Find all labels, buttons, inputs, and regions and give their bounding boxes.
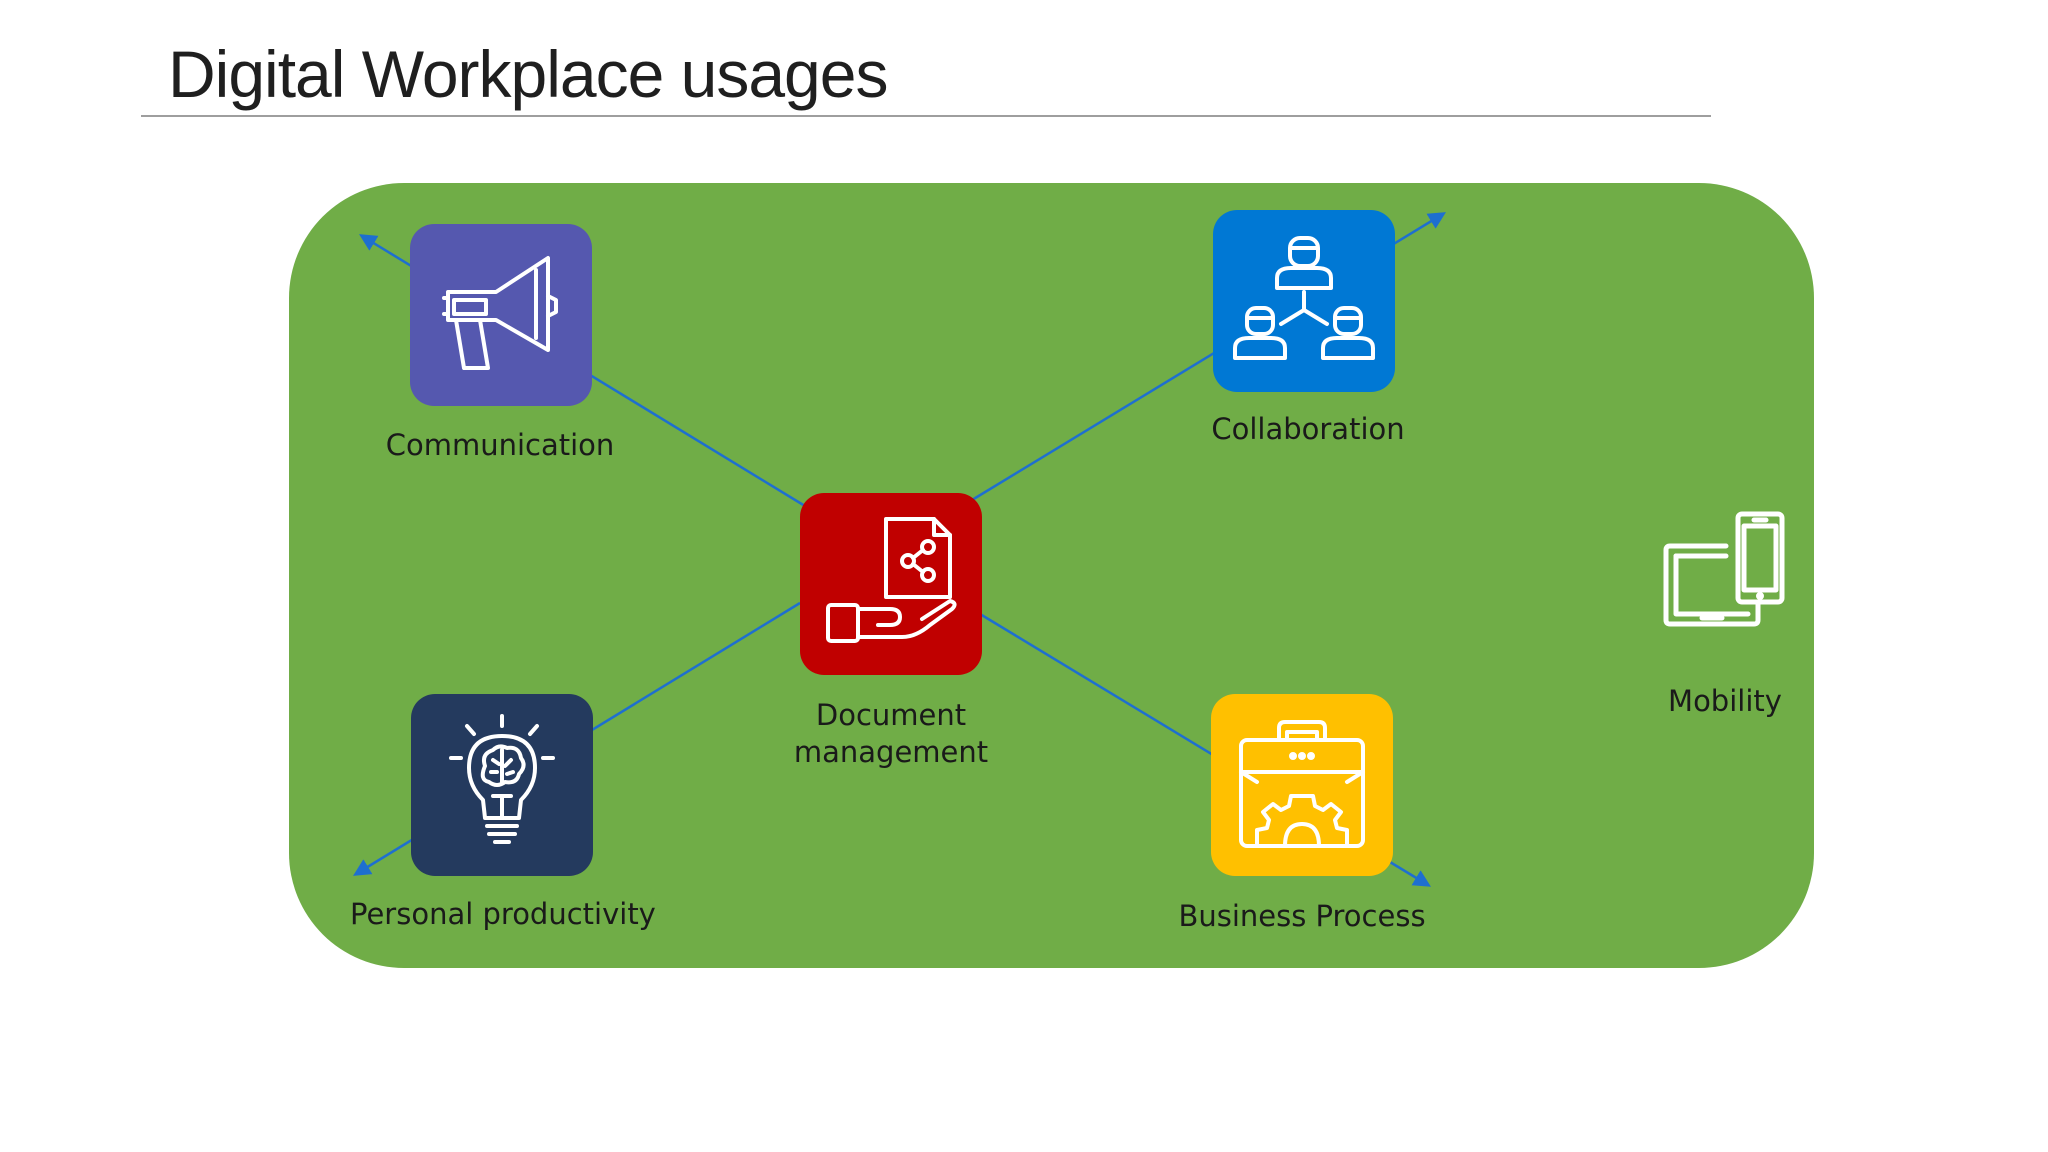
document-management-label-line1: Document	[815, 698, 967, 732]
tablet-phone-icon	[1663, 511, 1785, 627]
megaphone-icon	[442, 256, 558, 370]
collaboration-tile[interactable]	[1213, 210, 1395, 392]
lightbulb-brain-icon	[449, 714, 555, 844]
document-management-label-line2: management	[793, 735, 989, 769]
page-title: Digital Workplace usages	[168, 37, 888, 111]
business-process-tile[interactable]	[1211, 694, 1393, 876]
personal-productivity-tile[interactable]	[411, 694, 593, 876]
team-hierarchy-icon	[1233, 236, 1375, 360]
document-share-hand-icon	[826, 517, 957, 643]
collaboration-label: Collaboration	[1211, 412, 1405, 446]
document-management-label: Document management	[771, 697, 1011, 771]
mobility-label: Mobility	[1668, 684, 1782, 718]
toolbox-gear-icon	[1239, 720, 1365, 848]
communication-tile[interactable]	[410, 224, 592, 406]
personal-productivity-label: Personal productivity	[350, 897, 656, 931]
title-divider	[141, 115, 1711, 117]
document-management-tile[interactable]	[800, 493, 982, 675]
business-process-label: Business Process	[1178, 899, 1426, 933]
communication-label: Communication	[385, 428, 615, 462]
